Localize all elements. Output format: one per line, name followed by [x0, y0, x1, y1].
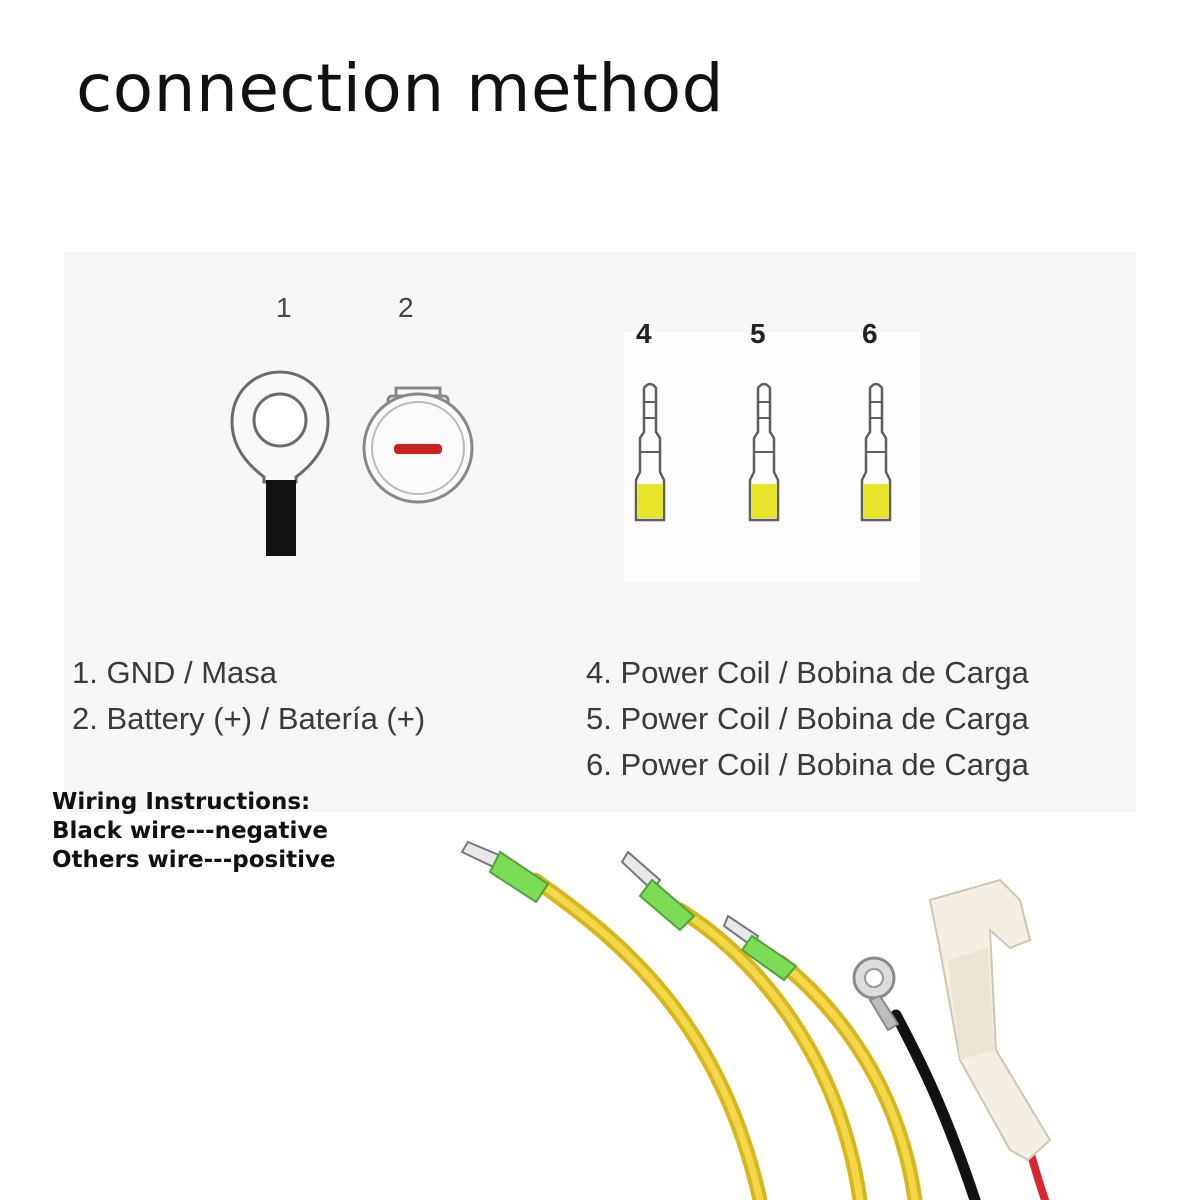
legend-item-4: 4. Power Coil / Bobina de Carga [586, 655, 1029, 690]
bullet-pin-6 [722, 914, 798, 982]
green-sleeve [488, 850, 550, 904]
bullet-pin-5 [620, 850, 696, 932]
bullet-connector-icon [748, 382, 780, 522]
legend-item-1: 1. GND / Masa [72, 655, 277, 690]
bullet-pin-4 [460, 840, 550, 904]
instructions-line-1: Black wire---negative [52, 818, 329, 844]
page-title: connection method [76, 50, 725, 127]
green-sleeve [638, 878, 696, 932]
bullet-connector-icon [634, 382, 666, 522]
bullet-connector-icon [860, 382, 892, 522]
red-wire [1026, 1146, 1049, 1200]
white-plug-housing [928, 878, 1052, 1162]
wiring-instructions: Wiring Instructions: Black wire---negati… [52, 788, 336, 875]
legend-item-5: 5. Power Coil / Bobina de Carga [586, 701, 1029, 736]
connector-number-6: 6 [862, 318, 878, 349]
instructions-line-2: Others wire---positive [52, 847, 336, 873]
connector-number-5: 5 [750, 318, 766, 349]
connector-number-2: 2 [398, 292, 414, 323]
instructions-heading: Wiring Instructions: [52, 789, 311, 815]
legend-right: 4. Power Coil / Bobina de Carga 5. Power… [586, 650, 1029, 788]
ring-terminal-icon [230, 370, 330, 556]
ring-terminal-photo [852, 956, 900, 1032]
green-sleeve [740, 934, 798, 982]
connector-diagram: 1 2 4 5 6 1. GND / Masa [64, 252, 1136, 812]
connector-number-1: 1 [276, 292, 292, 323]
round-connector-icon [362, 386, 474, 504]
connector-number-4: 4 [636, 318, 652, 349]
legend-left: 1. GND / Masa 2. Battery (+) / Batería (… [72, 650, 425, 742]
black-wire [890, 1009, 981, 1200]
legend-item-2: 2. Battery (+) / Batería (+) [72, 701, 426, 736]
legend-item-6: 6. Power Coil / Bobina de Carga [586, 747, 1029, 782]
minus-icon [394, 444, 442, 454]
